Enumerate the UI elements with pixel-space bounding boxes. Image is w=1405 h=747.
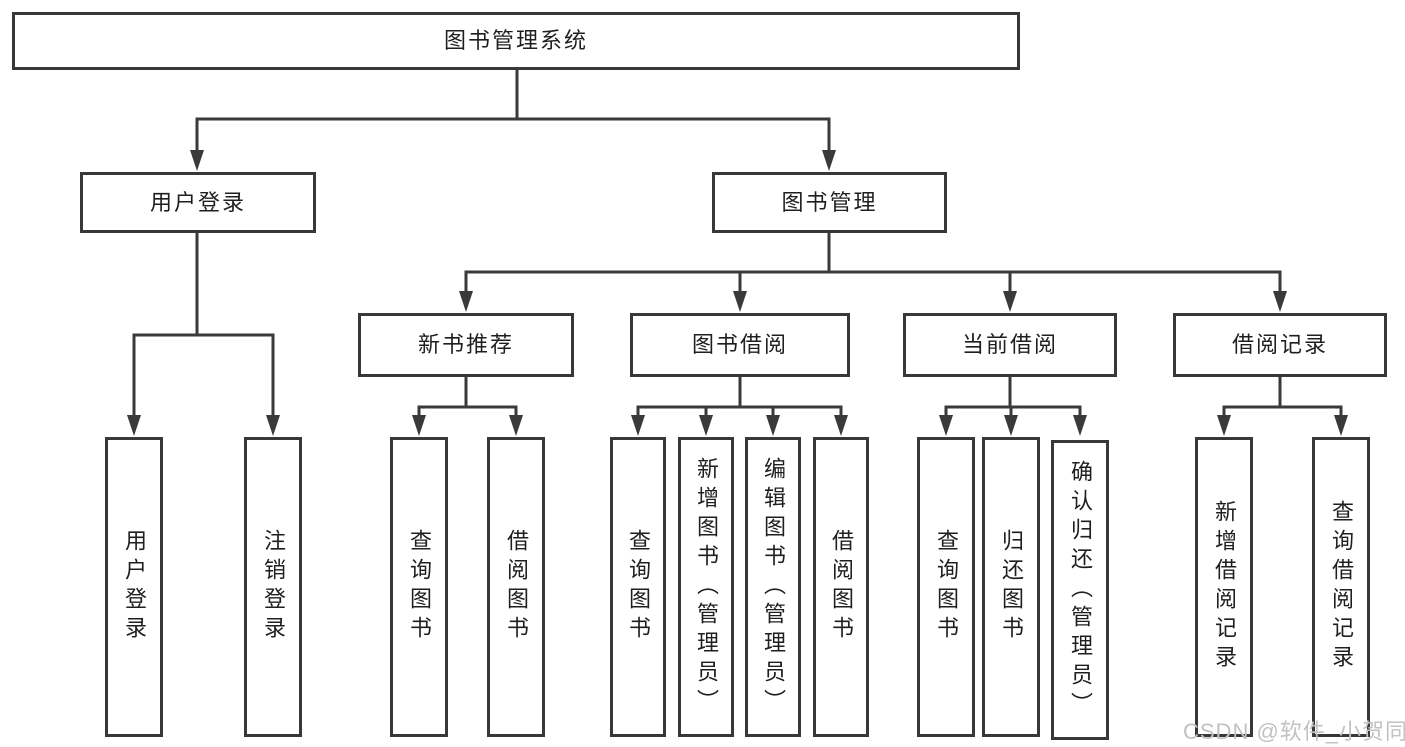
- leaf-cb-query-books: 查询图书: [917, 437, 975, 737]
- leaf-cb-return-books: 归还图书: [982, 437, 1040, 737]
- arrow-to-leaf-logout: [266, 415, 280, 436]
- arrow-to-leaf-cb-return: [1004, 415, 1018, 436]
- leaf-user-login: 用户登录: [105, 437, 163, 737]
- node-library-system: 图书管理系统: [12, 12, 1020, 70]
- arrow-to-borrow-records: [1273, 291, 1287, 312]
- arrow-to-leaf-user-login: [127, 415, 141, 436]
- leaf-bb-borrow-books: 借阅图书: [813, 437, 869, 737]
- node-book-borrow: 图书借阅: [630, 313, 850, 377]
- arrow-to-new-book-recommend: [459, 291, 473, 312]
- arrow-to-leaf-nb-borrow: [509, 415, 523, 436]
- leaf-bb-add-book-admin: 新增图书（管理员）: [678, 437, 734, 737]
- arrow-to-leaf-br-add: [1217, 415, 1231, 436]
- connector-new-book-recommend-group: [417, 375, 518, 420]
- arrow-to-user-login: [190, 150, 204, 171]
- arrow-to-leaf-nb-query: [412, 415, 426, 436]
- leaf-nb-query-books: 查询图书: [390, 437, 448, 737]
- leaf-bb-edit-book-admin: 编辑图书（管理员）: [745, 437, 801, 737]
- csdn-watermark: CSDN @软件_小贺同学: [1183, 719, 1405, 744]
- connector-root-to-level1: [195, 68, 831, 153]
- arrow-to-leaf-cb-query: [939, 415, 953, 436]
- node-book-management: 图书管理: [712, 172, 947, 233]
- arrow-to-leaf-bb-edit: [766, 415, 780, 436]
- leaf-bb-query-books: 查询图书: [610, 437, 666, 737]
- arrow-to-leaf-bb-query: [631, 415, 645, 436]
- leaf-br-add-record: 新增借阅记录: [1195, 437, 1253, 737]
- arrow-to-leaf-br-query: [1334, 415, 1348, 436]
- leaf-logout: 注销登录: [244, 437, 302, 737]
- connector-current-borrow-group: [944, 375, 1082, 420]
- connector-borrow-records-group: [1222, 375, 1343, 420]
- arrow-to-leaf-bb-add: [699, 415, 713, 436]
- node-borrow-records: 借阅记录: [1173, 313, 1387, 377]
- leaf-nb-borrow-books: 借阅图书: [487, 437, 545, 737]
- arrow-to-current-borrow: [1003, 291, 1017, 312]
- node-user-login: 用户登录: [80, 172, 316, 233]
- arrow-to-book-borrow: [733, 291, 747, 312]
- leaf-cb-confirm-return-admin: 确认归还（管理员）: [1051, 440, 1109, 740]
- node-new-book-recommend: 新书推荐: [358, 313, 574, 377]
- arrow-to-leaf-bb-borrow: [834, 415, 848, 436]
- arrow-to-leaf-cb-confirm: [1073, 415, 1087, 436]
- connector-book-borrow-group: [636, 375, 843, 420]
- arrow-to-book-management: [822, 150, 836, 171]
- leaf-br-query-record: 查询借阅记录: [1312, 437, 1370, 737]
- connector-user-login-group: [132, 231, 275, 418]
- connector-book-management-group: [464, 231, 1282, 294]
- node-current-borrow: 当前借阅: [903, 313, 1117, 377]
- arrowheads: [127, 150, 1348, 436]
